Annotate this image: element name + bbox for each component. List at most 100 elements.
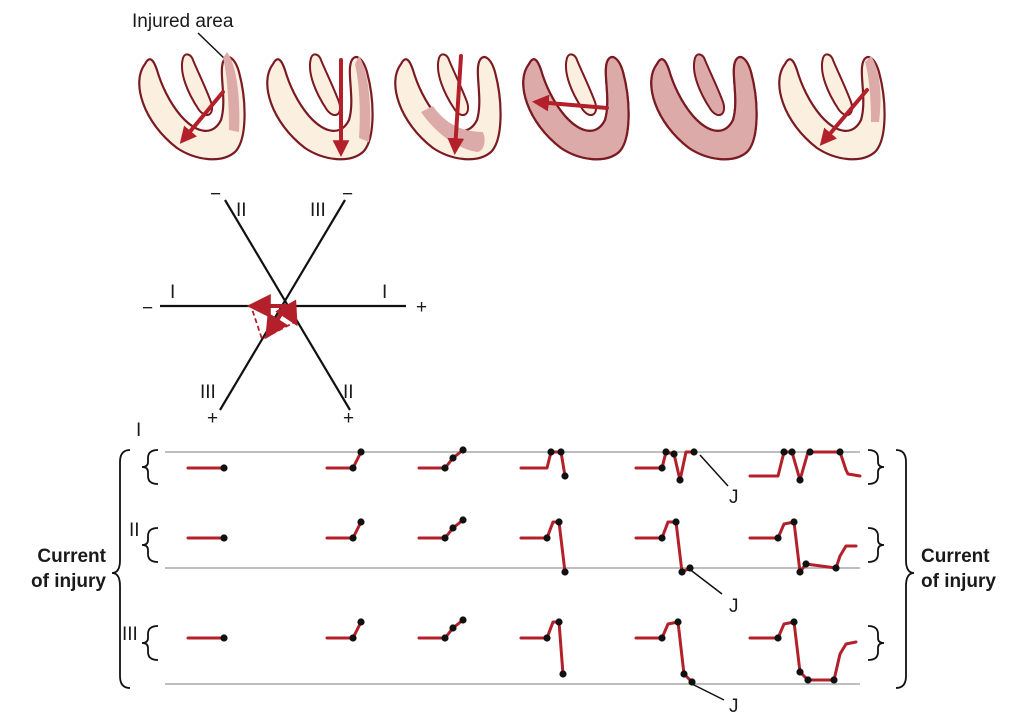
tracing-point (804, 676, 812, 684)
tracing-point (780, 448, 788, 456)
tracing-point (832, 564, 840, 572)
tracing-stage-4 (519, 450, 567, 478)
tracing-point (774, 534, 782, 542)
tracing-stage-4 (519, 620, 565, 676)
tracing-stage-2 (325, 450, 363, 470)
tracing-point (774, 634, 782, 642)
tracing-point (559, 670, 567, 678)
lead-III-minus: − (342, 184, 353, 205)
tracing-point (349, 464, 357, 472)
tracing-point (441, 634, 449, 642)
right-large-brace (895, 449, 915, 689)
tracing-point (690, 448, 698, 456)
heart-septum (437, 53, 469, 117)
heart-section-icon (522, 53, 630, 161)
heart-septum (309, 53, 341, 117)
lead-III-left-brace (141, 625, 159, 661)
tracing-point (658, 464, 666, 472)
tracing-point (449, 624, 457, 632)
heart-outline (650, 55, 758, 161)
heart-wall (266, 55, 374, 161)
tracing-point (349, 534, 357, 542)
heart-section-icon (138, 52, 246, 161)
tracing-stage-6 (748, 450, 862, 482)
hexaxial-lead-diagram: − I I + − II II + III − III + (142, 184, 427, 429)
current-of-injury-left-line2: of injury (31, 571, 106, 592)
injury-current-vector (531, 94, 609, 112)
tracing-point (672, 518, 680, 526)
tracing-point (836, 448, 844, 456)
tracing-stage-4 (519, 520, 567, 574)
heart-septum (565, 53, 597, 117)
lead-III-label-bottom: III (200, 382, 216, 403)
injured-area-fill (421, 106, 485, 152)
tracing-point (662, 448, 670, 456)
tracing-point (830, 676, 838, 684)
lead-III-j-pointer (691, 683, 725, 701)
lead-II-minus: − (210, 184, 221, 205)
lead-II-projection-vector (275, 299, 298, 327)
tracing-point (555, 618, 563, 626)
injury-current-vector (819, 88, 869, 146)
lead-III-row-label: III (122, 624, 138, 645)
tracing-point (688, 678, 696, 686)
injured-area-fill (651, 57, 757, 160)
lead-I-plus: + (416, 297, 427, 318)
lead-III-j-label: J (729, 696, 739, 717)
heart-section-icon (778, 53, 886, 161)
tracing-point (220, 534, 228, 542)
tracing-point (788, 448, 796, 456)
injury-current-vector (447, 54, 465, 156)
lead-I-label-left: I (170, 282, 175, 303)
tracing-point (680, 670, 688, 678)
tracing-point (220, 634, 228, 642)
tracing-stage-3 (417, 448, 465, 470)
heart-septum (821, 53, 853, 117)
injured-area-fill (523, 57, 629, 160)
left-large-brace (111, 449, 131, 689)
lead-II-label-bottom: II (343, 382, 354, 403)
tracing-stage-5 (634, 450, 696, 482)
tracing-point (790, 518, 798, 526)
tracing-point (674, 618, 682, 626)
tracing-point (441, 534, 449, 542)
injury-current-vector (179, 90, 225, 144)
tracing-stage-2 (325, 620, 363, 640)
tracing-point (357, 448, 365, 456)
tracing-point (796, 668, 804, 676)
small-braces (141, 449, 885, 661)
lead-I-left-brace (141, 449, 159, 485)
tracing-stage-2 (325, 520, 363, 540)
lead-II-plus: + (343, 408, 354, 429)
heart-section-icon (394, 53, 502, 161)
tracing-point (561, 472, 569, 480)
lead-II-j-label: J (729, 596, 739, 617)
tracing-point (459, 616, 467, 624)
lead-II-right-brace (867, 527, 885, 563)
lead-III-plus: + (207, 408, 218, 429)
heart-section-icon (266, 53, 374, 161)
heart-septum (181, 53, 213, 117)
lead-I-label-right: I (382, 282, 387, 303)
tracing-point (796, 476, 804, 484)
tracing-point (459, 446, 467, 454)
tracing-point (561, 568, 569, 576)
lead-III-label-top: III (310, 200, 326, 221)
tracing-point (220, 464, 228, 472)
current-of-injury-left-line1: Current (37, 546, 106, 567)
heart-outline (522, 55, 630, 161)
tracing-stage-3 (417, 518, 465, 540)
tracing-point (459, 516, 467, 524)
lead-II-left-brace (141, 527, 159, 563)
injured-area-pointer (197, 32, 227, 61)
injured-area-fill (223, 52, 240, 132)
tracing-point (658, 634, 666, 642)
lead-I-minus: − (142, 298, 153, 319)
lead-I-j-label: J (729, 487, 739, 508)
tracing-point (543, 534, 551, 542)
current-of-injury-right-line1: Current (921, 546, 990, 567)
tracing-stage-3 (417, 618, 465, 640)
tracing-point (790, 618, 798, 626)
current-of-injury-right-line2: of injury (921, 571, 996, 592)
tracing-point (543, 634, 551, 642)
